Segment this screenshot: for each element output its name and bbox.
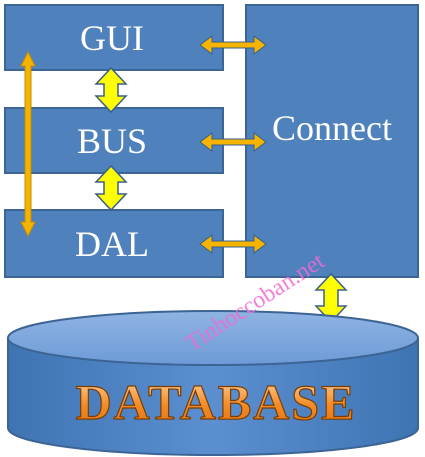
- connect-label: Connect: [272, 108, 392, 148]
- database-label: DATABASE: [76, 374, 357, 430]
- connect-box: Connect: [245, 4, 419, 278]
- gui-connect-arrow: [199, 35, 267, 55]
- gui-bus-arrow: [94, 66, 128, 114]
- dal-label: DAL: [75, 224, 149, 264]
- database-cylinder: DATABASE: [7, 310, 419, 456]
- dal-layer: DAL: [4, 209, 224, 278]
- bus-dal-arrow: [94, 164, 128, 212]
- bus-label: BUS: [77, 121, 147, 161]
- dal-connect-arrow: [199, 234, 267, 254]
- gui-dal-arrow: [20, 50, 36, 238]
- bus-connect-arrow: [199, 132, 267, 152]
- gui-layer: GUI: [4, 4, 224, 71]
- gui-label: GUI: [80, 18, 144, 58]
- bus-layer: BUS: [4, 107, 224, 174]
